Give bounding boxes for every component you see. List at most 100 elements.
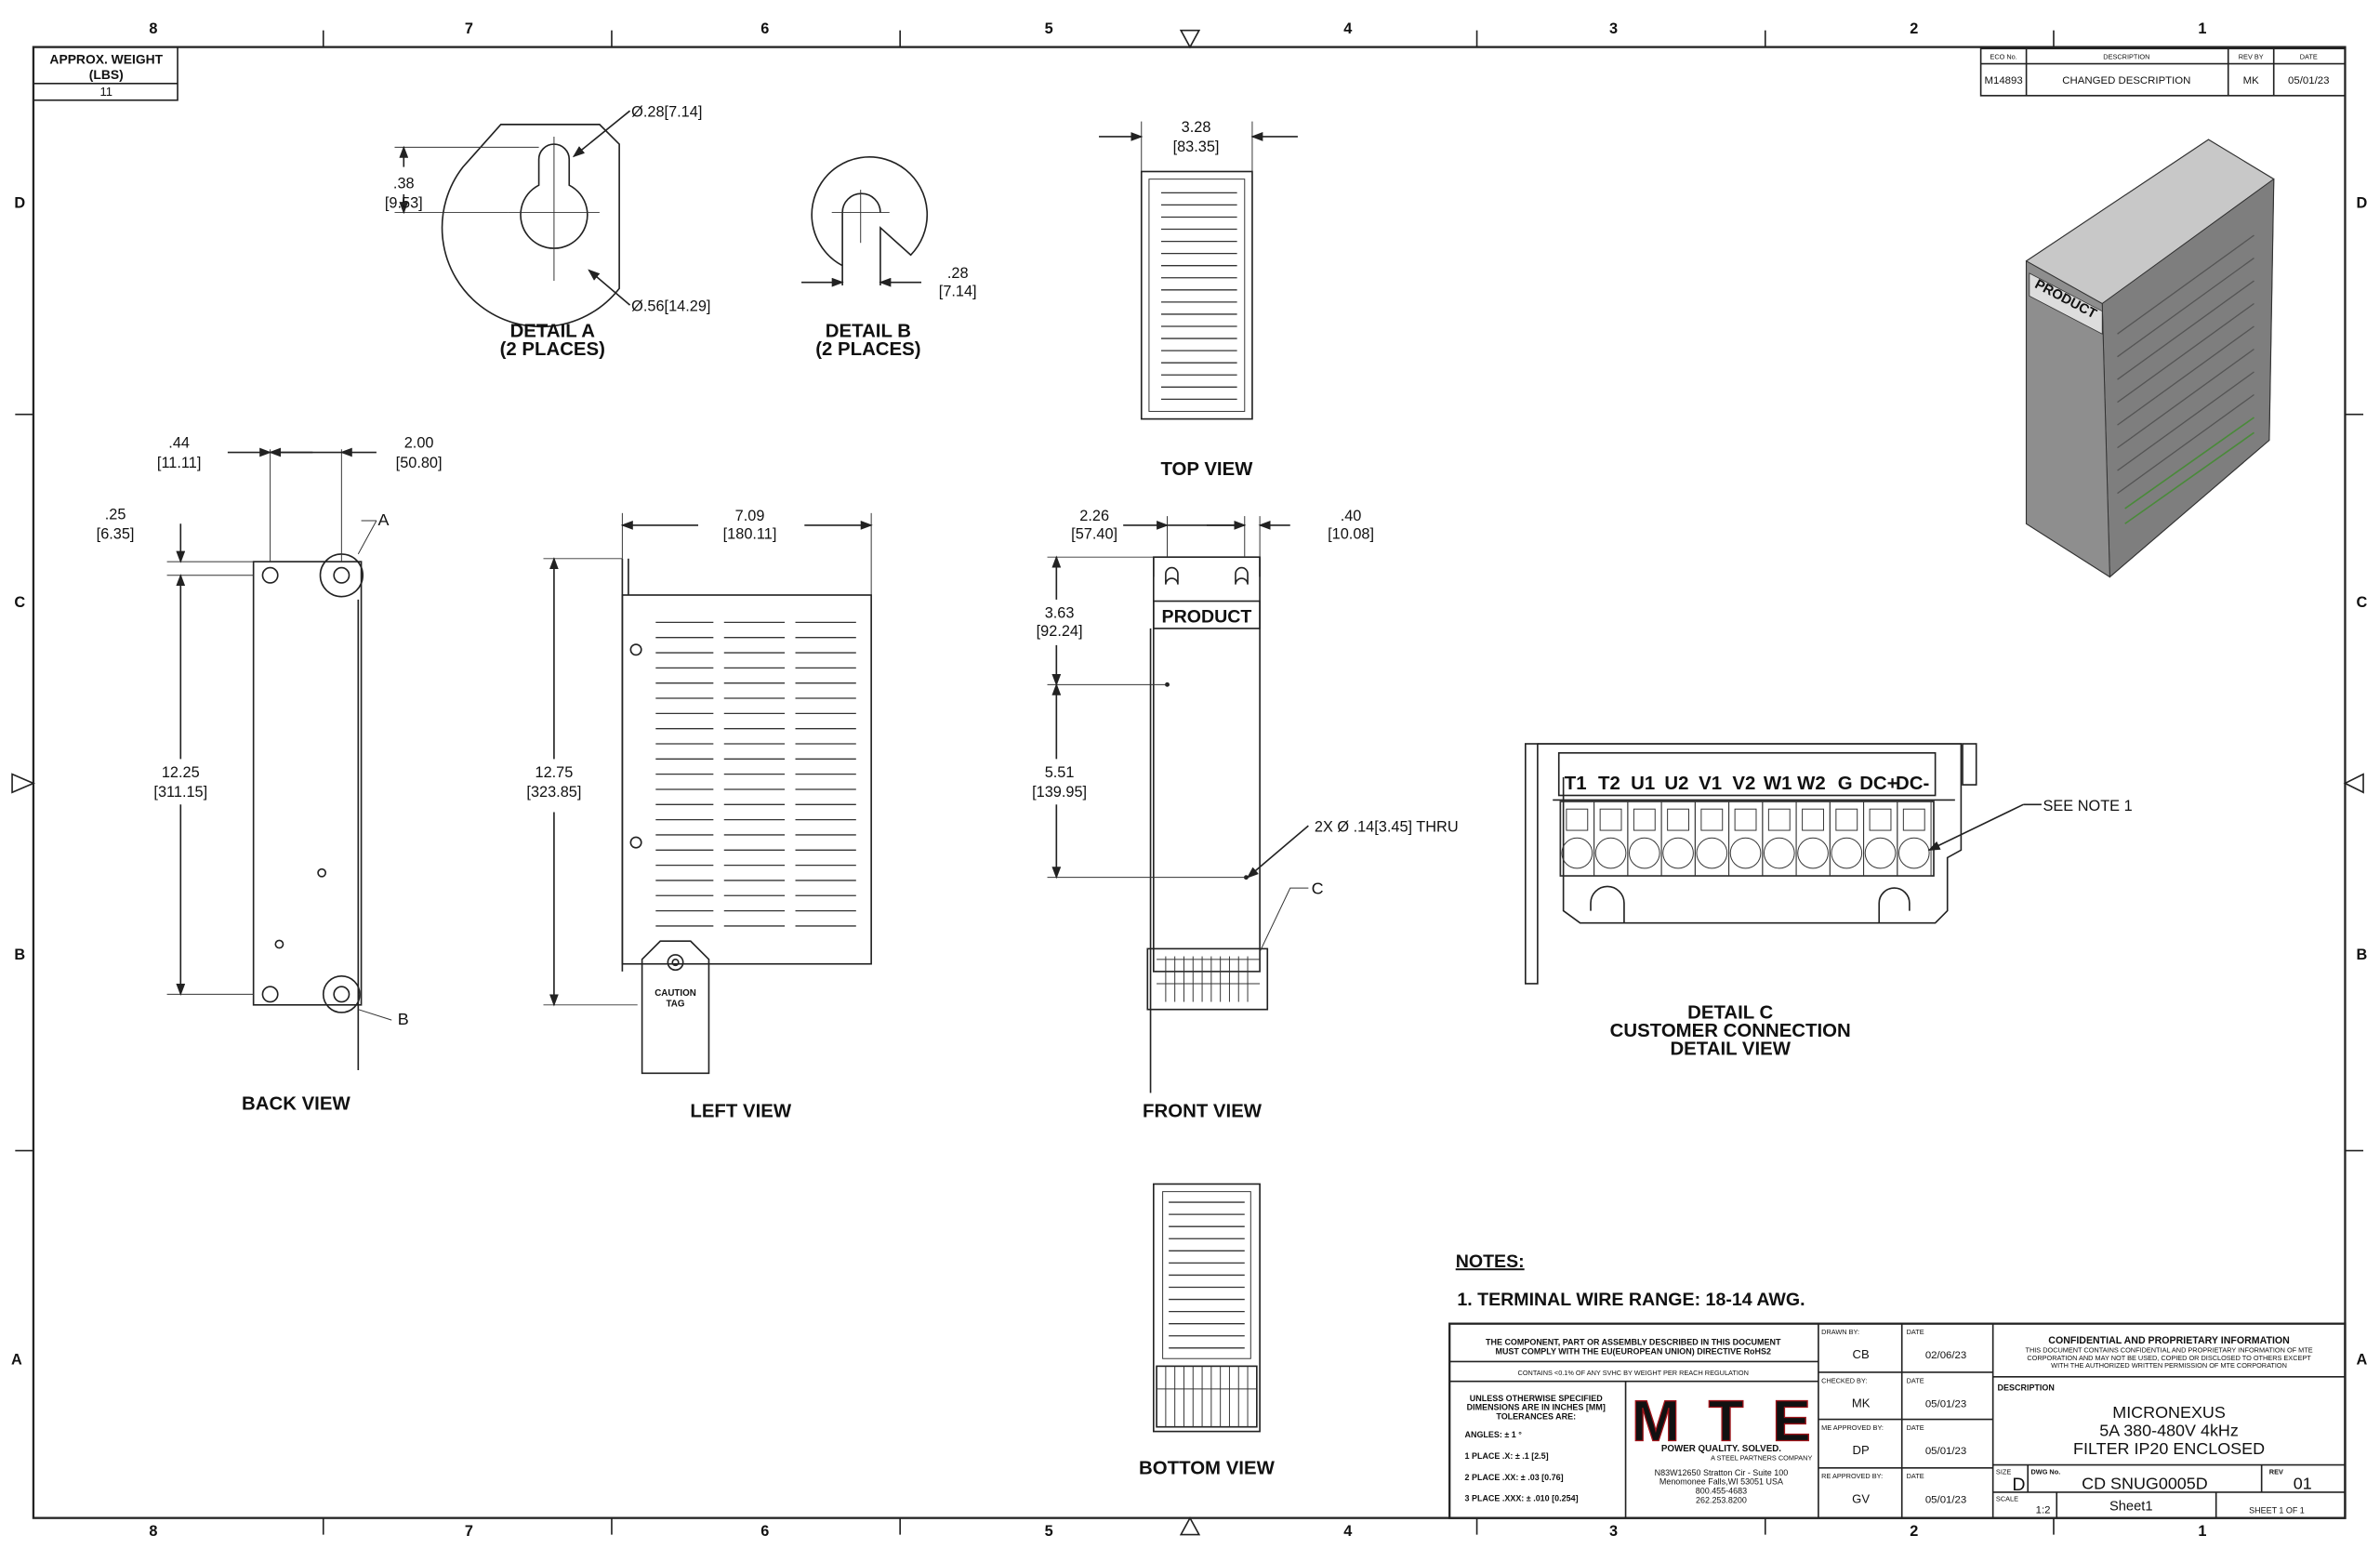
mte-logo: MTE POWER QUALITY. SOLVED. A STEEL PARTN… [1631, 1389, 1812, 1463]
column-label: 7 [465, 20, 473, 37]
detail-a-sublabel: (2 PLACES) [500, 339, 605, 360]
terminal-screw-window [1566, 808, 1589, 831]
dim-b-width: .28 [947, 265, 969, 282]
caution-tag: CAUTION TAG [641, 940, 710, 1075]
approval-role: RE APPROVED BY: [1821, 1472, 1883, 1480]
description-line: 5A 380-480V 4kHz [2099, 1421, 2239, 1439]
dim-left-1275: 12.75 [536, 764, 574, 781]
terminal-cell [1694, 801, 1730, 877]
address-line: Menomonee Falls,WI 53051 USA [1659, 1477, 1783, 1487]
rev-eco: M14893 [1984, 75, 2022, 86]
description-label: DESCRIPTION [1998, 1383, 2055, 1393]
size-value: D [2012, 1475, 2025, 1495]
description-line: MICRONEXUS [2112, 1403, 2226, 1422]
tolerance-angles: ANGLES: ± 1 ° [1465, 1430, 1523, 1439]
left-view: CAUTION TAG 7.09 [180.11] 12.75 [323.85]… [526, 508, 873, 1122]
note-item: 1. TERMINAL WIRE RANGE: 18-14 AWG. [1457, 1290, 1805, 1310]
terminal-screw-window [1700, 808, 1724, 831]
caution-tag-text: TAG [667, 999, 685, 1009]
approval-date-label: DATE [1907, 1376, 1924, 1384]
terminal-cell [1762, 801, 1797, 877]
detail-a-label: DETAIL A [510, 321, 596, 341]
column-label: 1 [2198, 1523, 2206, 1540]
terminal-label: T1 [1565, 774, 1587, 794]
terminal-cell [1728, 801, 1764, 877]
column-label: 4 [1343, 20, 1352, 37]
column-label: 5 [1045, 20, 1053, 37]
top-view-label: TOP VIEW [1160, 459, 1253, 480]
tolerance-header: TOLERANCES ARE: [1496, 1412, 1576, 1422]
left-view-label: LEFT VIEW [690, 1102, 791, 1122]
approval-initials: MK [1852, 1396, 1871, 1410]
dim-back-200-mm: [50.80] [396, 455, 443, 471]
svg-text:POWER QUALITY. SOLVED.: POWER QUALITY. SOLVED. [1661, 1444, 1781, 1454]
column-label: 5 [1045, 1523, 1053, 1540]
row-label: C [14, 594, 25, 611]
approval-row: CHECKED BY: MK DATE 05/01/23 [1821, 1376, 1966, 1410]
dim-back-1225: 12.25 [162, 764, 200, 781]
bottom-view-label: BOTTOM VIEW [1139, 1458, 1276, 1478]
dim-b-width-mm: [7.14] [939, 283, 977, 299]
approval-date-label: DATE [1907, 1423, 1924, 1432]
tolerance-header: DIMENSIONS ARE IN INCHES [MM] [1467, 1403, 1606, 1412]
rev-by: MK [2243, 75, 2260, 86]
dim-a-height: .38 [393, 175, 415, 192]
tolerance-2place: 2 PLACE .XX: ± .03 [0.76] [1465, 1473, 1564, 1482]
product-label: PRODUCT [1162, 606, 1252, 627]
approval-date-label: DATE [1907, 1472, 1924, 1480]
dim-front-363-mm: [92.24] [1037, 623, 1083, 640]
column-label: 6 [760, 20, 769, 37]
column-label: 2 [1910, 1523, 1918, 1540]
terminal-screw-window [1802, 808, 1824, 831]
detail-c-label: DETAIL C [1687, 1003, 1773, 1024]
dim-front-40-mm: [10.08] [1328, 526, 1374, 543]
approval-date: 02/06/23 [1925, 1350, 1966, 1361]
address-line: 262.253.8200 [1696, 1495, 1747, 1504]
terminal-cell [1559, 801, 1595, 877]
terminal-wire-entry [1662, 837, 1694, 869]
rev-header-description: DESCRIPTION [2103, 53, 2149, 61]
approval-role: CHECKED BY: [1821, 1376, 1867, 1384]
row-label: A [2357, 1352, 2368, 1369]
terminal-screw-window [1667, 808, 1689, 831]
terminal-label: U2 [1664, 774, 1688, 794]
tolerance-header: UNLESS OTHERWISE SPECIFIED [1470, 1394, 1603, 1403]
row-label: A [11, 1352, 22, 1369]
description-line: FILTER IP20 ENCLOSED [2073, 1439, 2265, 1458]
column-label: 4 [1343, 1523, 1352, 1540]
rev-header-date: DATE [2300, 53, 2318, 61]
terminal-label: DC- [1896, 774, 1929, 794]
dim-front-363: 3.63 [1045, 604, 1075, 621]
terminal-screw-window [1835, 808, 1858, 831]
back-view: .44 [11.11] 2.00 [50.80] .25 [6.35] 12.2… [97, 435, 443, 1115]
scale-label: SCALE [1996, 1495, 2018, 1503]
dim-back-25-mm: [6.35] [97, 526, 135, 543]
dim-a-height-mm: [9.53] [385, 195, 423, 212]
column-label: 3 [1609, 1523, 1618, 1540]
dim-front-226-mm: [57.40] [1071, 526, 1117, 543]
rev-value: 01 [2294, 1475, 2312, 1493]
terminal-cell [1627, 801, 1662, 877]
dwg-label: DWG No. [2030, 1467, 2060, 1476]
sheet-name: Sheet1 [2109, 1499, 2153, 1514]
scale-value: 1:2 [2036, 1505, 2051, 1516]
dim-top-width-mm: [83.35] [1173, 139, 1220, 155]
svg-text:A STEEL PARTNERS COMPANY: A STEEL PARTNERS COMPANY [1711, 1454, 1812, 1463]
title-block: THE COMPONENT, PART OR ASSEMBLY DESCRIBE… [1448, 1322, 2347, 1519]
dim-a-hole: Ø.28[7.14] [631, 104, 702, 121]
detail-c-sublabel: DETAIL VIEW [1670, 1039, 1791, 1060]
dim-a-slot: Ø.56[14.29] [631, 298, 710, 315]
approval-date: 05/01/23 [1925, 1446, 1966, 1457]
approval-date: 05/01/23 [1925, 1398, 1966, 1410]
terminal-screw-window [1633, 808, 1656, 831]
address-line: N83W12650 Stratton Cir - Suite 100 [1655, 1468, 1789, 1477]
bottom-view: BOTTOM VIEW [1139, 1183, 1276, 1478]
terminal-cell [1829, 801, 1865, 877]
back-view-label: BACK VIEW [242, 1093, 350, 1114]
terminal-label: G [1838, 774, 1853, 794]
terminal-wire-entry [1797, 837, 1829, 869]
dim-front-40: .40 [1341, 508, 1362, 524]
detail-b-view: .28 [7.14] DETAIL B (2 PLACES) [801, 156, 977, 360]
